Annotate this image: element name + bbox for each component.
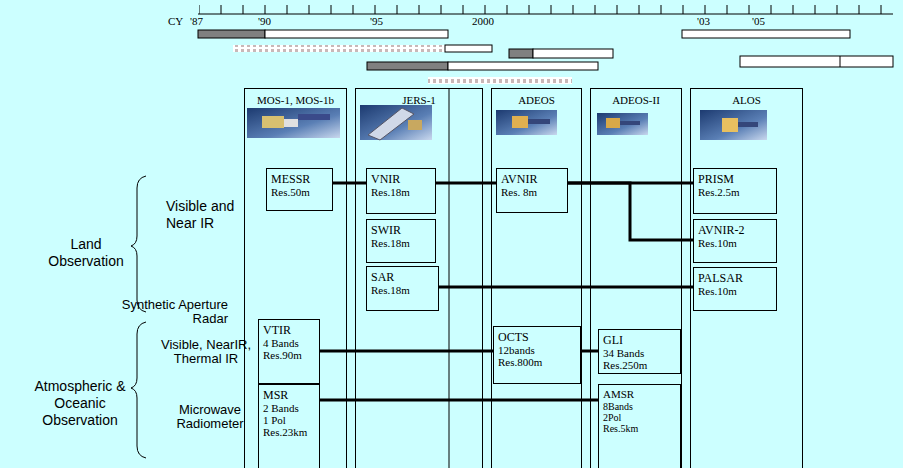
sensor-box: MSR2 Bands1 PolRes.23km — [258, 384, 320, 468]
category-label: Microwave Radiometer — [168, 403, 252, 431]
sensor-spec: 34 Bands — [603, 347, 677, 359]
sensor-spec: Res.18m — [371, 186, 432, 198]
satellite-name: ADEOS-II — [591, 94, 681, 106]
sensor-name: PRISM — [698, 172, 773, 186]
sensor-spec: Res.50m — [271, 186, 329, 198]
sensor-spec: 2 Bands — [263, 402, 316, 414]
sensor-spec: Res.90m — [263, 349, 316, 361]
category-label: Visible, NearIR, Thermal IR — [158, 338, 254, 366]
sensor-box: AMSR8Bands2PolRes.5km — [598, 384, 681, 468]
sensor-box: PALSARRes.10m — [693, 267, 777, 311]
sensor-name: PALSAR — [698, 271, 773, 285]
heritage-line — [436, 182, 496, 185]
satellite-name: JERS-1 — [356, 94, 482, 106]
year-label: '03 — [697, 15, 710, 27]
sensor-spec: 4 Bands — [263, 337, 316, 349]
sensor-spec: 1 Pol — [263, 414, 316, 426]
satellite-name: ADEOS — [492, 94, 581, 106]
sensor-spec: 12bands — [498, 344, 577, 356]
satellite-column: ADEOS AVNIRRes. 8m OCTS12bandsRes.800m — [491, 88, 582, 468]
sensor-box: AVNIRRes. 8m — [496, 168, 568, 213]
axis-label: CY — [168, 15, 183, 27]
sensor-spec: Res.5km — [603, 423, 677, 434]
sensor-name: GLI — [603, 333, 677, 347]
sensor-spec: Res.250m — [603, 359, 677, 371]
heritage-line — [439, 286, 693, 289]
year-label: 2000 — [472, 15, 494, 27]
sensor-box: VNIRRes.18m — [366, 168, 436, 214]
sensor-spec: Res.10m — [698, 237, 773, 249]
satellite-column: ADEOS-II GLI34 BandsRes.250mAMSR8Bands2Po… — [590, 88, 682, 468]
sensor-name: SWIR — [371, 223, 432, 237]
sensor-name: AVNIR-2 — [698, 223, 773, 237]
satellite-name: ALOS — [691, 94, 802, 106]
satellite-column: MOS-1, MOS-1bMESSRRes.50mVTIR4 BandsRes.… — [244, 88, 347, 468]
sensor-spec: Res.2.5m — [698, 186, 773, 198]
heritage-line — [333, 182, 366, 185]
group-label: Atmospheric & Oceanic Observation — [34, 378, 126, 429]
sensor-name: AVNIR — [501, 172, 564, 186]
sensor-box: VTIR4 BandsRes.90m — [258, 319, 320, 384]
sensor-name: MSR — [263, 388, 316, 402]
sensor-name: OCTS — [498, 330, 577, 344]
satellite-column: JERS-1VNIRRes.18mSWIRRes.18mSARRes.18m — [355, 88, 483, 468]
sensor-box: SARRes.18m — [366, 266, 439, 311]
year-label: '90 — [258, 15, 271, 27]
sensor-name: MESSR — [271, 172, 329, 186]
satellite-column: ALOSPRISMRes.2.5mAVNIR-2Res.10mPALSARRes… — [690, 88, 803, 468]
sensor-spec: 2Pol — [603, 412, 677, 423]
satellite-name: MOS-1, MOS-1b — [245, 94, 346, 106]
category-label: Visible and Near IR — [166, 198, 248, 232]
sensor-spec: Res.18m — [371, 284, 435, 296]
sensor-spec: Res.23km — [263, 426, 316, 438]
sensor-box: AVNIR-2Res.10m — [693, 219, 777, 263]
sensor-spec: Res. 8m — [501, 186, 564, 198]
sensor-box: PRISMRes.2.5m — [693, 168, 777, 214]
year-label: '87 — [190, 15, 203, 27]
sensor-box: SWIRRes.18m — [366, 219, 436, 263]
sensor-name: VNIR — [371, 172, 432, 186]
category-label: Synthetic Aperture Radar — [120, 298, 228, 326]
heritage-line — [320, 399, 598, 402]
sensor-spec: Res.800m — [498, 356, 577, 368]
sensor-box: OCTS12bandsRes.800m — [493, 326, 581, 384]
heritage-line — [568, 183, 693, 240]
sensor-name: AMSR — [603, 388, 677, 401]
sensor-name: SAR — [371, 270, 435, 284]
sensor-box: MESSRRes.50m — [266, 168, 333, 211]
year-label: '05 — [752, 15, 765, 27]
group-label: Land Observation — [46, 236, 126, 270]
year-label: '95 — [370, 15, 383, 27]
sensor-box: GLI34 BandsRes.250m — [598, 329, 681, 374]
sensor-spec: Res.10m — [698, 285, 773, 297]
heritage-line — [320, 350, 493, 353]
sensor-spec: Res.18m — [371, 237, 432, 249]
sensor-name: VTIR — [263, 323, 316, 337]
sensor-spec: 8Bands — [603, 401, 677, 412]
